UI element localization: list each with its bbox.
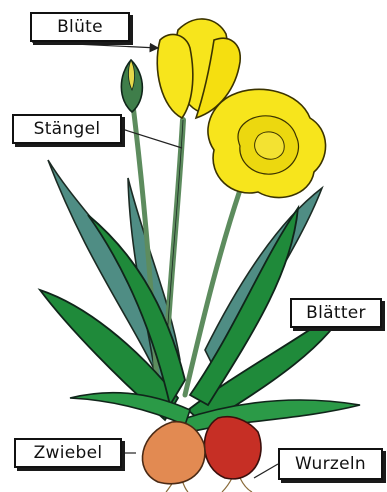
bluete-pointer [32, 42, 158, 48]
stengel-pointer [122, 129, 182, 148]
label-zwiebel: Zwiebel [14, 438, 122, 468]
double-tulip-center [255, 132, 285, 159]
label-bluete: Blüte [30, 12, 130, 42]
tulip-petal-left [157, 34, 193, 118]
label-wurzeln: Wurzeln [278, 448, 383, 480]
wurzeln-pointer [254, 464, 278, 478]
label-blaetter: Blätter [290, 298, 382, 328]
label-stengel: Stängel [12, 114, 122, 144]
bulb-red [204, 417, 261, 479]
bulb-orange [142, 422, 205, 484]
